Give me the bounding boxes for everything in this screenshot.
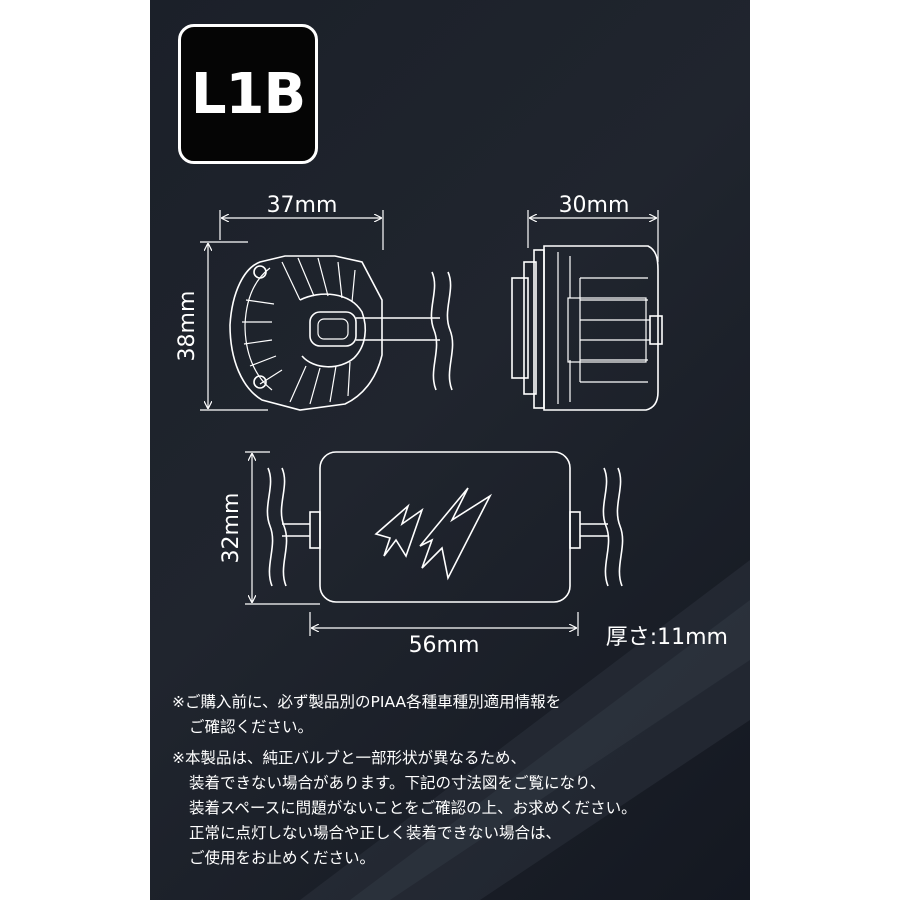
head-width-label: 37mm [267, 193, 338, 218]
ballast-box [245, 451, 608, 636]
note-line: ※ご購入前に、必ず製品別のPIAA各種車種別適用情報を [172, 693, 562, 711]
side-depth-label: 30mm [559, 193, 630, 218]
product-panel: L1B [150, 0, 750, 900]
note-line: ※本製品は、純正バルブと一部形状が異なるため、 [172, 749, 526, 767]
dimension-diagram: 37mm 38mm 30mm [175, 193, 728, 658]
ballast-cable-break-marks [266, 467, 624, 587]
box-height-label: 32mm [219, 493, 244, 564]
note-line: ご確認ください。 [189, 718, 314, 736]
note-fitment: ※本製品は、純正バルブと一部形状が異なるため、 装着できない場合があります。下記… [172, 746, 742, 871]
thickness-label: 厚さ:11mm [606, 625, 728, 650]
cable-break-marks [430, 271, 454, 391]
note-line: 装着できない場合があります。下記の寸法図をご覧になり、 [189, 774, 606, 792]
model-badge: L1B [178, 24, 318, 164]
head-height-label: 38mm [175, 291, 200, 362]
bulb-side-view [511, 210, 663, 411]
model-badge-label: L1B [190, 61, 306, 127]
caution-notes: ※ご購入前に、必ず製品別のPIAA各種車種別適用情報を ご確認ください。 ※本製… [172, 690, 742, 877]
note-line: 装着スペースに問題がないことをご確認の上、お求めください。 [189, 799, 637, 817]
bulb-head-front-view [200, 210, 440, 411]
note-line: ご使用をお止めください。 [189, 849, 376, 867]
note-applicability: ※ご購入前に、必ず製品別のPIAA各種車種別適用情報を ご確認ください。 [172, 690, 742, 740]
background-sheen [300, 560, 750, 900]
box-width-label: 56mm [409, 633, 480, 658]
note-line: 正常に点灯しない場合や正しく装着できない場合は、 [189, 824, 562, 842]
